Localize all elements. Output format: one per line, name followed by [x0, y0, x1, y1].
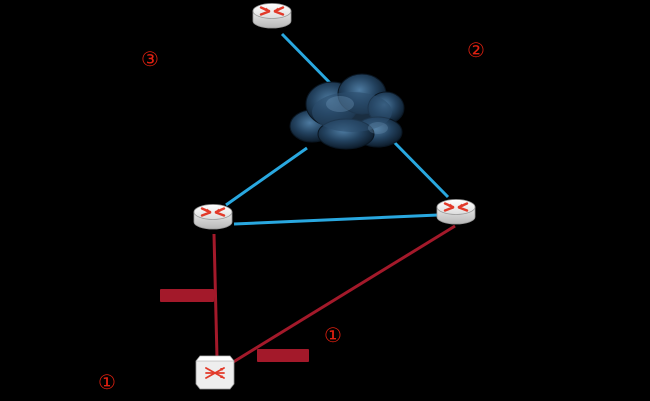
marker-top-left: ③ — [141, 47, 159, 71]
link-left-right-router — [233, 213, 439, 226]
label-vertical-link — [160, 289, 214, 302]
router-right-icon — [435, 198, 477, 226]
link-cloud-right-router — [390, 138, 450, 199]
link-right-router-switch — [229, 224, 456, 366]
link-left-router-switch — [212, 233, 219, 359]
marker-top-right: ② — [467, 38, 485, 62]
link-top-router-cloud — [280, 32, 337, 90]
router-left-icon — [192, 203, 234, 231]
marker-bottom-left: ① — [98, 370, 116, 394]
marker-middle: ① — [324, 323, 342, 347]
switch-icon — [195, 355, 235, 390]
link-cloud-left-router — [225, 146, 308, 207]
router-top-icon — [251, 2, 293, 30]
cloud-icon — [289, 73, 405, 150]
label-diagonal-link — [257, 349, 309, 362]
